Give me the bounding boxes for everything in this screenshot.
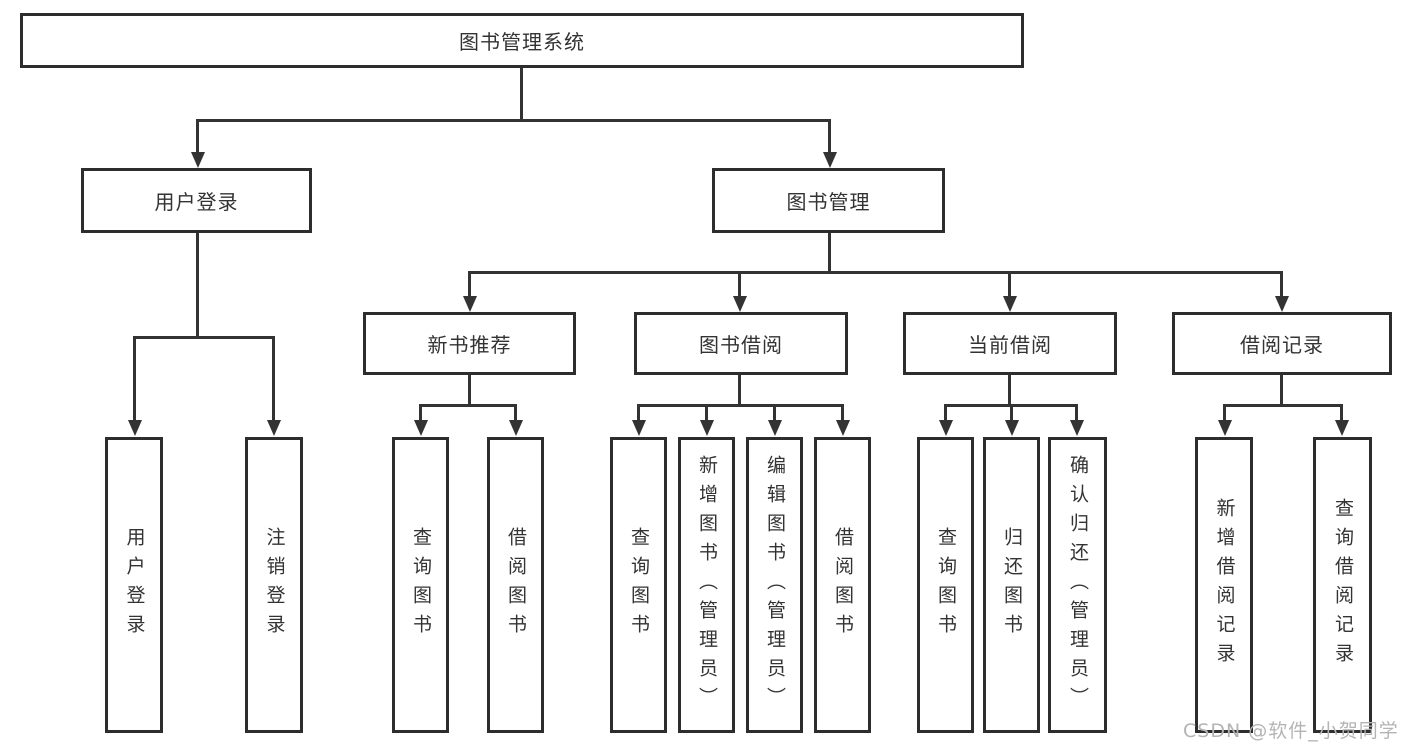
leaf-br-query-record-label: 查询借阅记录 <box>1332 498 1354 672</box>
arrowhead-cb-confirm <box>1070 420 1084 436</box>
leaf-bb-query-books-label: 查询图书 <box>628 527 650 643</box>
connector-borrow-records-hbar <box>1223 404 1343 407</box>
leaf-nb-query-books: 查询图书 <box>392 437 449 733</box>
connector-book-borrow-hbar <box>637 404 844 407</box>
connector-cb-query <box>944 404 947 422</box>
leaf-cb-confirm-return-admin: 确认归还（管理员） <box>1048 437 1107 733</box>
connector-root-hbar <box>196 119 831 122</box>
leaf-cb-query-books-label: 查询图书 <box>935 527 957 643</box>
leaf-cb-return-books-label: 归还图书 <box>1001 527 1023 643</box>
connector-to-new-book <box>468 271 471 298</box>
connector-book-mgmt-stem <box>828 233 831 274</box>
connector-nb-borrow <box>514 404 517 422</box>
node-borrowing-records: 借阅记录 <box>1172 312 1392 375</box>
arrowhead-book-mgmt <box>823 152 837 168</box>
connector-user-login-stem <box>196 233 199 339</box>
leaf-bb-query-books: 查询图书 <box>610 437 667 733</box>
leaf-bb-edit-books-admin: 编辑图书（管理员） <box>746 437 803 733</box>
connector-current-borrow-stem <box>1008 375 1011 407</box>
arrowhead-cb-query <box>939 420 953 436</box>
arrowhead-new-book <box>463 296 477 312</box>
node-user-login-label: 用户登录 <box>154 190 239 214</box>
arrowhead-bb-query <box>632 420 646 436</box>
node-current-borrowing: 当前借阅 <box>903 312 1117 375</box>
connector-book-borrow-stem <box>738 375 741 407</box>
connector-to-leaf-user-login <box>133 336 136 421</box>
arrowhead-br-query <box>1335 420 1349 436</box>
connector-bb-edit <box>773 404 776 422</box>
connector-book-mgmt-hbar <box>468 271 1283 274</box>
connector-borrow-records-stem <box>1280 375 1283 407</box>
connector-root-to-user-login <box>196 119 199 155</box>
connector-to-borrow-records <box>1280 271 1283 298</box>
leaf-nb-query-books-label: 查询图书 <box>410 527 432 643</box>
connector-root-to-book-mgmt <box>828 119 831 155</box>
connector-cb-confirm <box>1075 404 1078 422</box>
node-book-management-label: 图书管理 <box>786 190 871 214</box>
leaf-logout: 注销登录 <box>245 437 303 733</box>
leaf-bb-edit-books-admin-label: 编辑图书（管理员） <box>764 454 786 716</box>
connector-br-add <box>1223 404 1226 422</box>
arrowhead-bb-borrow <box>836 420 850 436</box>
node-borrowing-records-label: 借阅记录 <box>1240 333 1324 357</box>
connector-bb-query <box>637 404 640 422</box>
connector-br-query <box>1340 404 1343 422</box>
connector-to-current-borrow <box>1008 271 1011 298</box>
connector-bb-add <box>705 404 708 422</box>
connector-new-book-stem <box>468 375 471 407</box>
arrowhead-book-borrow <box>733 296 747 312</box>
leaf-nb-borrow-books-label: 借阅图书 <box>505 527 527 643</box>
node-current-borrowing-label: 当前借阅 <box>968 333 1052 357</box>
node-root-library-management-system: 图书管理系统 <box>20 13 1024 68</box>
arrowhead-br-add <box>1218 420 1232 436</box>
leaf-bb-add-books-admin-label: 新增图书（管理员） <box>696 454 718 716</box>
leaf-bb-borrow-books: 借阅图书 <box>814 437 871 733</box>
leaf-br-query-record: 查询借阅记录 <box>1313 437 1372 733</box>
connector-cb-return <box>1010 404 1013 422</box>
arrowhead-cb-return <box>1005 420 1019 436</box>
arrowhead-leaf-logout <box>267 420 281 436</box>
arrowhead-leaf-user-login <box>128 420 142 436</box>
leaf-br-add-record: 新增借阅记录 <box>1195 437 1253 733</box>
connector-to-book-borrow <box>738 271 741 298</box>
node-book-borrowing: 图书借阅 <box>634 312 848 375</box>
arrowhead-bb-edit <box>768 420 782 436</box>
leaf-logout-label: 注销登录 <box>263 527 286 643</box>
arrowhead-current-borrow <box>1003 296 1017 312</box>
arrowhead-bb-add <box>700 420 714 436</box>
csdn-watermark: CSDN @软件_小贺同学 <box>1183 720 1399 742</box>
connector-bb-borrow <box>841 404 844 422</box>
node-new-book-recommend-label: 新书推荐 <box>427 333 512 357</box>
leaf-cb-confirm-return-admin-label: 确认归还（管理员） <box>1067 454 1089 716</box>
leaf-bb-borrow-books-label: 借阅图书 <box>832 527 854 643</box>
arrowhead-user-login <box>191 152 205 168</box>
arrowhead-nb-borrow <box>509 420 523 436</box>
connector-nb-query <box>419 404 422 422</box>
leaf-user-login-label: 用户登录 <box>123 527 146 643</box>
node-new-book-recommend: 新书推荐 <box>363 312 576 375</box>
leaf-br-add-record-label: 新增借阅记录 <box>1213 498 1236 672</box>
arrowhead-nb-query <box>414 420 428 436</box>
connector-root-stem <box>520 68 523 122</box>
node-root-label: 图书管理系统 <box>459 30 585 54</box>
node-book-management: 图书管理 <box>712 168 945 233</box>
arrowhead-borrow-records <box>1275 296 1289 312</box>
node-book-borrowing-label: 图书借阅 <box>699 333 783 357</box>
connector-new-book-hbar <box>419 404 517 407</box>
connector-to-leaf-logout <box>272 336 275 421</box>
leaf-bb-add-books-admin: 新增图书（管理员） <box>678 437 735 733</box>
leaf-nb-borrow-books: 借阅图书 <box>487 437 544 733</box>
leaf-user-login: 用户登录 <box>105 437 163 733</box>
leaf-cb-query-books: 查询图书 <box>917 437 974 733</box>
connector-user-login-hbar <box>133 336 275 339</box>
leaf-cb-return-books: 归还图书 <box>983 437 1040 733</box>
node-user-login: 用户登录 <box>81 168 312 233</box>
